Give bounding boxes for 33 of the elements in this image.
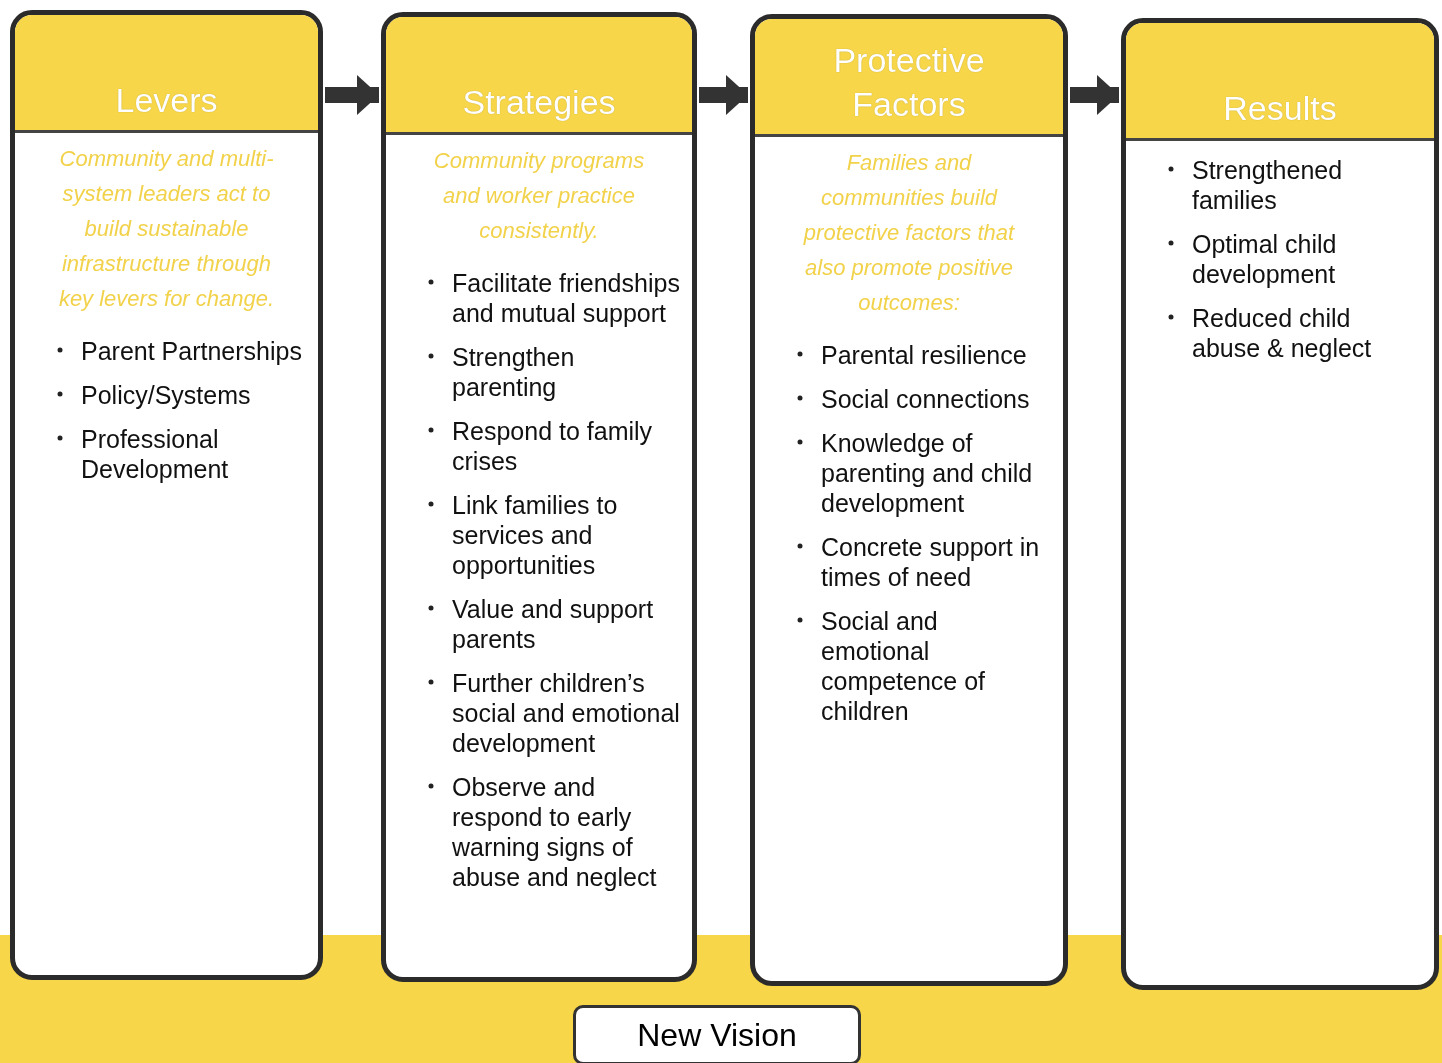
column-card (381, 12, 697, 982)
column-header: Strategies (386, 17, 692, 135)
list-item: Policy/Systems (81, 381, 251, 409)
column-card (1121, 18, 1439, 990)
list-item: Parental resilience (821, 341, 1027, 369)
list-item: Respond to family crises (452, 417, 653, 475)
list-item: Concrete support in times of need (821, 533, 1040, 591)
arrow (699, 75, 748, 115)
list-item: Strengthen parenting (452, 343, 575, 401)
list-item: Professional Development (81, 425, 229, 483)
list-item: Facilitate friendships and mutual support (452, 269, 680, 327)
column-header: Results (1126, 23, 1434, 141)
list-item: Strengthened families (1192, 156, 1343, 214)
list-item: Link families to services and opportunities (452, 491, 618, 579)
list-item: Knowledge of parenting and child development (821, 429, 1033, 517)
label-box: New Vision (573, 1005, 861, 1063)
list-item: Further children’s social and emotional development (452, 669, 680, 757)
list-item: Reduced child abuse & neglect (1192, 304, 1372, 362)
arrow (1070, 75, 1119, 115)
list-item: Observe and respond to early warning signs of abuse and neglect (452, 773, 657, 891)
arrow (325, 75, 379, 115)
column-header: Protective Factors (755, 19, 1063, 137)
column-card (10, 10, 323, 980)
description-text: Community programs and worker practice consistently. (432, 147, 646, 245)
description-text: Community and multi-system leaders act to build sustainable infrastructure through key levers for change. (57, 145, 276, 313)
list-item: Social connections (821, 385, 1030, 413)
list-item: Value and support parents (452, 595, 654, 653)
column-card (750, 14, 1068, 986)
description-text: Families and communities build protective factors that also promote positive outcomes: (802, 149, 1016, 317)
column-header: Levers (15, 15, 318, 133)
list-item: Parent Partnerships (81, 337, 302, 365)
list-item: Social and emotional competence of children (821, 607, 985, 725)
list-item: Optimal child development (1192, 230, 1337, 288)
